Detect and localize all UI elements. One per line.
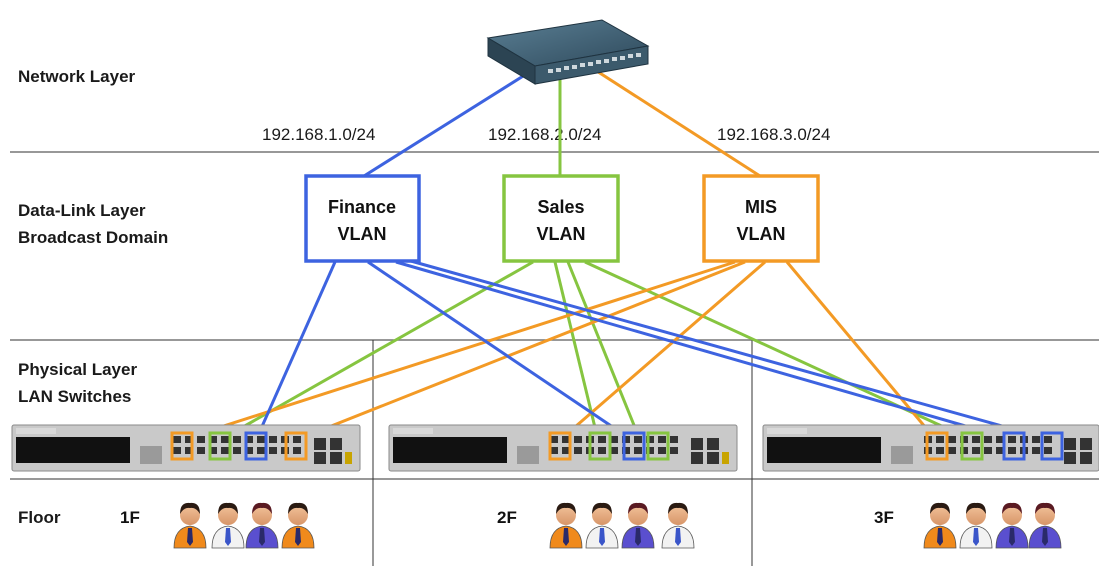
lan-switch-icon-1f [11,424,361,472]
network-layer-label: Network Layer [18,67,136,86]
subnet-label-finance: 192.168.1.0/24 [262,125,375,144]
user-icon [1028,502,1062,549]
lan-switches-label: LAN Switches [18,387,131,406]
vlan-sales: Sales VLAN [502,174,620,263]
floor-3f-label: 3F [874,508,894,527]
physical-layer-label: Physical Layer [18,360,137,379]
core-switch-icon [486,19,650,85]
user-icon [585,502,619,549]
users-group [173,502,1062,549]
user-icon [661,502,695,549]
floor-label: Floor [18,508,61,527]
lan-switch-icon-3f [762,424,1099,472]
datalink-layer-label: Data-Link Layer [18,201,146,220]
broadcast-domain-label: Broadcast Domain [18,228,168,247]
user-icon [959,502,993,549]
floor-2f-label: 2F [497,508,517,527]
user-icon [281,502,315,549]
user-icon [245,502,279,549]
user-icon [211,502,245,549]
subnet-label-sales: 192.168.2.0/24 [488,125,601,144]
vlan-mis-suffix: VLAN [737,224,786,244]
user-icon [173,502,207,549]
vlan-links [179,256,1053,442]
user-icon [995,502,1029,549]
vlan-finance: Finance VLAN [304,174,421,263]
subnet-label-mis: 192.168.3.0/24 [717,125,830,144]
layer-dividers [10,151,1099,566]
user-icon [549,502,583,549]
floor-1f-label: 1F [120,508,140,527]
user-icon [923,502,957,549]
lan-switch-icon-2f [388,424,738,472]
vlan-sales-name: Sales [537,197,584,217]
user-icon [621,502,655,549]
vlan-mis-name: MIS [745,197,777,217]
vlan-finance-name: Finance [328,197,396,217]
vlan-sales-suffix: VLAN [537,224,586,244]
vlan-mis: MIS VLAN [702,174,820,263]
uplinks [363,66,761,178]
vlan-finance-suffix: VLAN [338,224,387,244]
